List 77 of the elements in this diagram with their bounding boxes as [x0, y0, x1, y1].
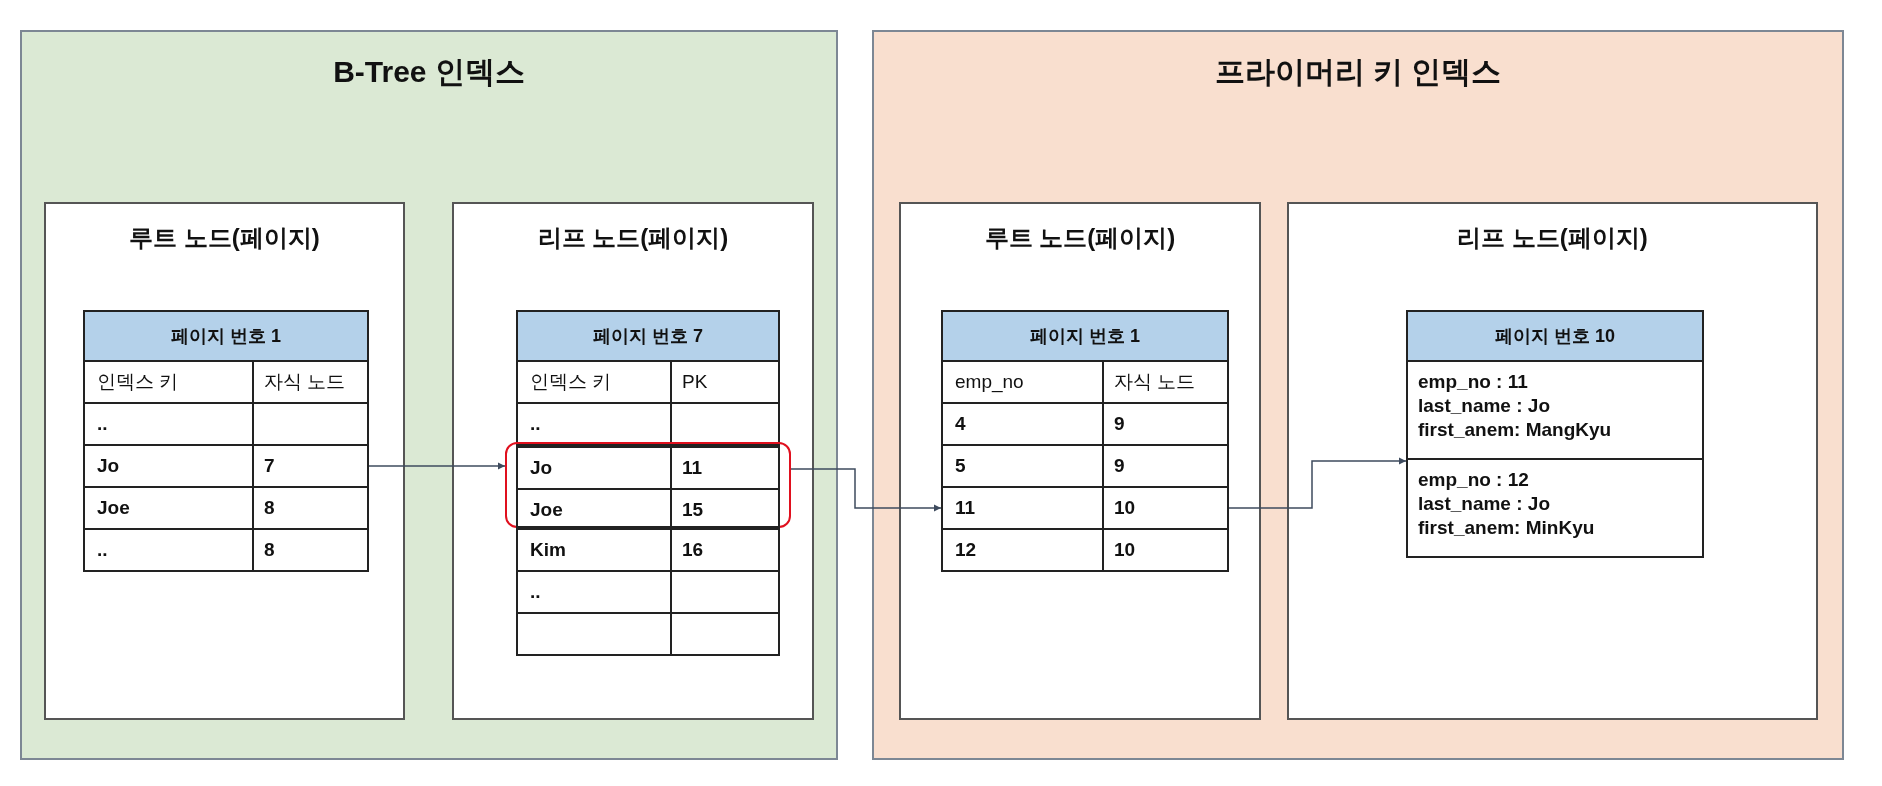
page-card [452, 202, 814, 720]
entry-text: Joe [97, 496, 130, 520]
entry-text: .. [97, 538, 108, 562]
table-row [83, 444, 369, 488]
entry-text: Joe [530, 498, 563, 522]
entry-text: Kim [530, 538, 566, 562]
table-row [941, 360, 1229, 404]
table-row [83, 402, 369, 446]
entry-text: 10 [1114, 538, 1136, 562]
record-line: first_anem: MangKyu [1418, 418, 1613, 442]
page-table [1406, 310, 1704, 560]
column-header: 인덱스 키 [530, 370, 612, 394]
table-row [83, 360, 369, 404]
page-heading: 루트 노드(페이지) [983, 223, 1177, 253]
entry-text: 9 [1114, 412, 1125, 436]
table-row [83, 528, 369, 572]
entry-text: 4 [955, 412, 966, 436]
page-heading: 리프 노드(페이지) [1456, 223, 1649, 253]
entry-text: 11 [682, 456, 703, 480]
entry-text: 7 [264, 454, 275, 478]
record-line: first_anem: MinKyu [1418, 516, 1596, 540]
entry-text: 9 [1114, 454, 1125, 478]
index-panel [872, 30, 1844, 760]
entry-text: 15 [682, 498, 704, 522]
table-row [516, 488, 780, 528]
page-table [83, 310, 369, 572]
column-header: emp_no [955, 370, 1024, 395]
entry-text: 16 [682, 538, 704, 562]
entry-text: 8 [264, 496, 275, 520]
arrow [1228, 457, 1407, 509]
table-header: 페이지 번호 1 [941, 310, 1229, 362]
record-entry [1406, 458, 1704, 558]
entry-text: 5 [955, 454, 966, 478]
page-heading: 리프 노드(페이지) [536, 223, 730, 253]
table-row [941, 528, 1229, 572]
panel-title: B-Tree 인덱스 [332, 54, 526, 90]
table-row [941, 402, 1229, 446]
page-card [44, 202, 405, 720]
table-row [516, 402, 780, 446]
table-header: 페이지 번호 10 [1406, 310, 1704, 362]
entry-text: 11 [955, 496, 976, 520]
column-header: 자식 노드 [1114, 370, 1196, 394]
record-line: emp_no : 11 [1418, 370, 1529, 394]
arrow [790, 468, 942, 512]
table-row [516, 360, 780, 404]
arrow [368, 462, 506, 470]
column-header: 자식 노드 [264, 370, 346, 394]
table-row [941, 444, 1229, 488]
entry-text: 10 [1114, 496, 1136, 520]
panel-title: 프라이머리 키 인덱스 [1213, 54, 1503, 90]
record-line: emp_no : 12 [1418, 468, 1530, 492]
table-row [941, 486, 1229, 530]
record-entry [1406, 360, 1704, 460]
record-line: last_name : Jo [1418, 394, 1551, 418]
table-header: 페이지 번호 1 [83, 310, 369, 362]
column-header: 인덱스 키 [97, 370, 179, 394]
entry-text: 12 [955, 538, 977, 562]
column-header: PK [682, 370, 708, 394]
page-table [941, 310, 1229, 572]
highlight-outline [505, 442, 791, 528]
table-row [516, 528, 780, 572]
page-card [1287, 202, 1818, 720]
table-row [516, 612, 780, 656]
page-heading: 루트 노드(페이지) [128, 223, 321, 253]
table-header: 페이지 번호 7 [516, 310, 780, 362]
entry-text: 8 [264, 538, 275, 562]
entry-text: .. [530, 580, 541, 604]
record-line: last_name : Jo [1418, 492, 1551, 516]
index-panel [20, 30, 838, 760]
entry-text: .. [530, 412, 541, 436]
table-row [516, 570, 780, 614]
table-row [516, 446, 780, 490]
entry-text: .. [97, 412, 108, 436]
page-card [899, 202, 1261, 720]
table-row [83, 486, 369, 530]
entry-text: Jo [530, 456, 553, 480]
entry-text: Jo [97, 454, 120, 478]
